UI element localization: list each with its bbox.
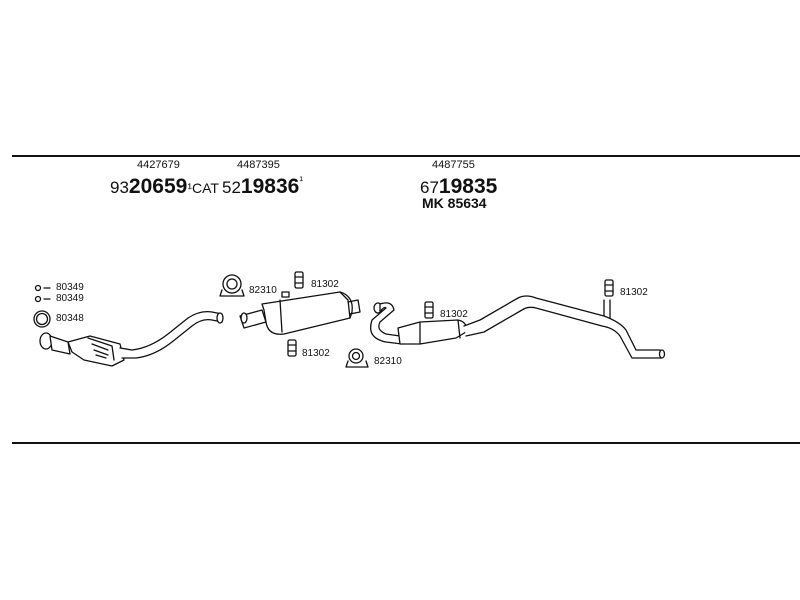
hanger-icon [604, 279, 614, 297]
front-part-main: 20659 [128, 175, 188, 198]
gasket-b-number: 80349 [56, 293, 84, 304]
middle-part-number: 5219836¹ [222, 175, 303, 198]
top-rule [12, 155, 800, 157]
clamp-icon [345, 348, 369, 368]
middle-part-main: 19836 [240, 175, 300, 198]
front-part-number: 9320659¹CAT [110, 176, 219, 197]
front-part-suffix: ¹CAT [187, 180, 219, 196]
rear-oe-number: 4487755 [432, 159, 475, 171]
gasket-a-number: 80349 [56, 282, 84, 293]
gasket-icon [34, 284, 51, 292]
rear-pipe-section [369, 295, 666, 359]
clamp-rear-number: 82310 [374, 356, 402, 367]
middle-part-prefix: 52 [222, 178, 241, 197]
hanger-icon [294, 271, 304, 289]
ring-icon [33, 310, 51, 328]
rear-part-main: 19835 [438, 175, 498, 198]
front-part-prefix: 93 [110, 178, 129, 197]
ring-number: 80348 [56, 313, 84, 324]
bottom-rule [12, 442, 800, 444]
hanger-rear-end-number: 81302 [620, 287, 648, 298]
hanger-mid-top-number: 81302 [311, 279, 339, 290]
catalytic-converter-section [39, 310, 224, 367]
hanger-icon [287, 339, 297, 357]
rear-part-number: 6719835 [420, 176, 497, 197]
hanger-rear-front-number: 81302 [440, 309, 468, 320]
middle-oe-number: 4487395 [237, 159, 280, 171]
hanger-icon [424, 301, 434, 319]
rear-kit-number: MK 85634 [422, 195, 487, 211]
front-oe-number: 4427679 [137, 159, 180, 171]
rear-part-prefix: 67 [420, 178, 439, 197]
gasket-icon [34, 295, 51, 303]
clamp-icon [219, 274, 245, 297]
middle-part-suffix: ¹ [299, 175, 303, 187]
middle-muffler [239, 291, 361, 335]
hanger-mid-bottom-number: 81302 [302, 348, 330, 359]
clamp-mid-number: 82310 [249, 285, 277, 296]
